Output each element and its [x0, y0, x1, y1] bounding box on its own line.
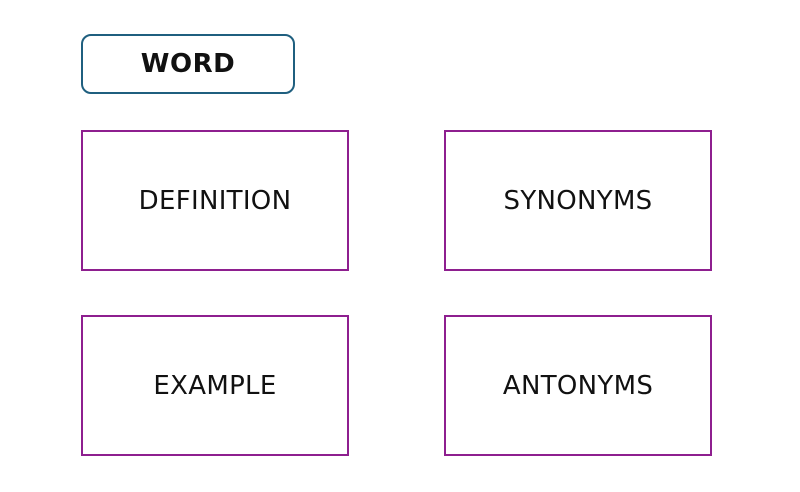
synonyms-label: SYNONYMS [503, 185, 653, 216]
antonyms-card: ANTONYMS [444, 315, 712, 456]
word-label: WORD [140, 49, 236, 79]
definition-label: DEFINITION [138, 185, 292, 216]
example-card: EXAMPLE [81, 315, 349, 456]
synonyms-card: SYNONYMS [444, 130, 712, 271]
example-label: EXAMPLE [153, 370, 277, 401]
word-box: WORD [81, 34, 295, 94]
definition-card: DEFINITION [81, 130, 349, 271]
antonyms-label: ANTONYMS [502, 370, 654, 401]
